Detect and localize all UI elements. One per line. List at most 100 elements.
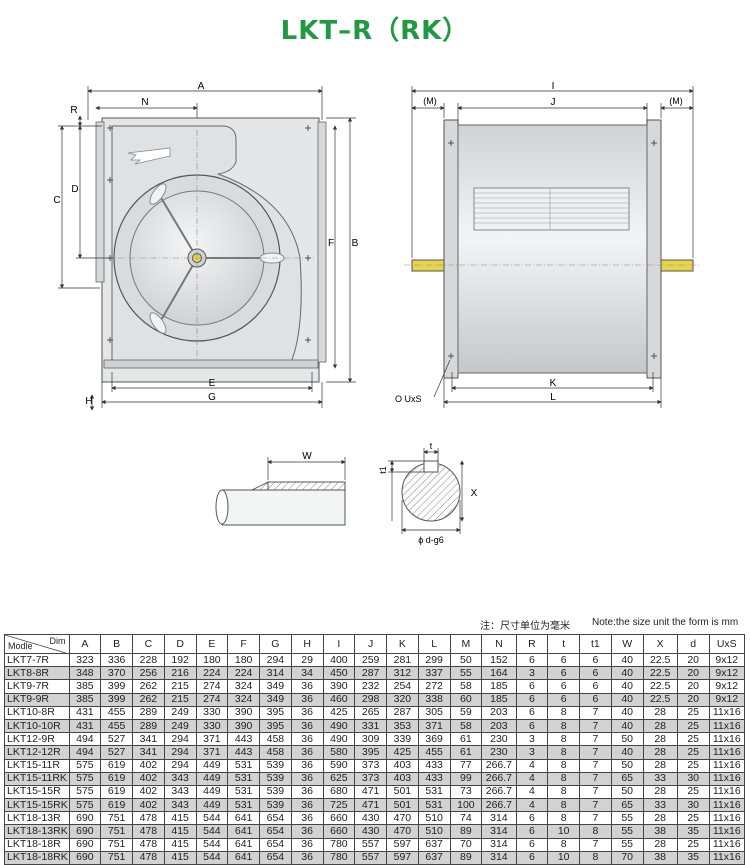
column-header-d: d [676,634,710,654]
column-header-w: W [610,634,644,654]
table-cell: 343 [163,784,197,800]
table-cell: 36 [290,798,324,813]
table-cell: 6 [515,705,549,720]
table-cell: 20 [676,652,710,668]
unit-note-chinese: 注：尺寸单位为毫米 [480,621,570,632]
table-cell: 425 [386,745,419,760]
table-cell: 8 [547,745,581,760]
table-cell: 455 [100,705,134,720]
model-cell: LKT9-9R [4,692,70,707]
table-cell: 40 [610,705,644,720]
table-cell: 478 [132,837,165,852]
table-cell: 60 [449,692,483,707]
table-cell: 597 [386,837,419,852]
table-cell: 314 [481,811,517,826]
table-cell: 11x16 [708,784,746,800]
table-cell: 40 [610,745,644,760]
table-cell: 557 [354,837,388,852]
table-cell: 228 [132,652,165,668]
table-cell: 266.7 [481,771,517,786]
table-cell: 9x12 [708,652,746,668]
table-cell: 8 [579,850,612,865]
table-cell: 305 [417,705,451,720]
table-cell: 7 [579,745,612,760]
table-cell: 22.5 [642,652,678,668]
table-cell: 8 [547,837,581,852]
table-cell: 289 [132,705,165,720]
table-cell: 449 [195,771,229,786]
table-cell: 55 [610,811,644,826]
table-cell: 38 [642,824,678,839]
table-cell: 415 [163,811,197,826]
table-cell: 254 [386,679,419,694]
table-cell: 216 [163,666,197,681]
table-cell: 230 [481,745,517,760]
table-cell: 249 [163,705,197,720]
column-header-l: L [417,634,451,654]
table-cell: 654 [259,824,292,839]
table-cell: 399 [100,692,134,707]
table-cell: 28 [642,811,678,826]
table-cell: 10 [547,824,581,839]
table-cell: 6 [579,679,612,694]
model-cell: LKT12-12R [4,745,70,760]
table-cell: 203 [481,718,517,734]
dim-label-I: I [552,81,555,92]
table-cell: 36 [290,850,324,865]
table-cell: 262 [132,679,165,694]
table-cell: 6 [579,666,612,681]
table-cell: 780 [322,837,356,852]
table-cell: 4 [515,758,549,773]
table-cell: 11x16 [708,798,746,813]
table-cell: 458 [259,745,292,760]
table-cell: 287 [386,705,419,720]
table-cell: 65 [610,798,644,813]
table-cell: 510 [417,824,451,839]
table-cell: 343 [163,771,197,786]
table-cell: 6 [515,692,549,707]
table-cell: 531 [227,784,261,800]
table-cell: 22.5 [642,666,678,681]
table-cell: 35 [676,850,710,865]
table-cell: 395 [259,718,292,734]
column-header-r: R [515,634,549,654]
table-cell: 9x12 [708,692,746,707]
table-cell: 152 [481,652,517,668]
table-cell: 680 [322,784,356,800]
table-cell: 580 [322,745,356,760]
table-cell: 395 [259,705,292,720]
table-cell: 185 [481,692,517,707]
table-cell: 28 [642,718,678,734]
table-cell: 353 [386,718,419,734]
table-cell: 450 [322,666,356,681]
table-cell: 50 [610,732,644,747]
column-header-g: G [259,634,292,654]
table-cell: 619 [100,798,134,813]
table-cell: 433 [417,771,451,786]
table-cell: 471 [354,784,388,800]
table-cell: 272 [417,679,451,694]
table-cell: 25 [676,745,710,760]
table-cell: 373 [354,758,388,773]
dim-label-uxs: O UxS [395,394,422,404]
table-cell: 50 [449,652,483,668]
table-cell: 59 [449,705,483,720]
table-cell: 70 [449,837,483,852]
table-cell: 402 [132,758,165,773]
column-header-b: B [100,634,134,654]
table-cell: 34 [290,666,324,681]
table-cell: 780 [322,850,356,865]
table-cell: 458 [259,732,292,747]
table-cell: 6 [579,652,612,668]
table-cell: 33 [642,771,678,786]
column-header-h: H [290,634,324,654]
table-cell: 490 [322,732,356,747]
dim-label-K: K [550,378,557,389]
table-cell: 36 [290,837,324,852]
